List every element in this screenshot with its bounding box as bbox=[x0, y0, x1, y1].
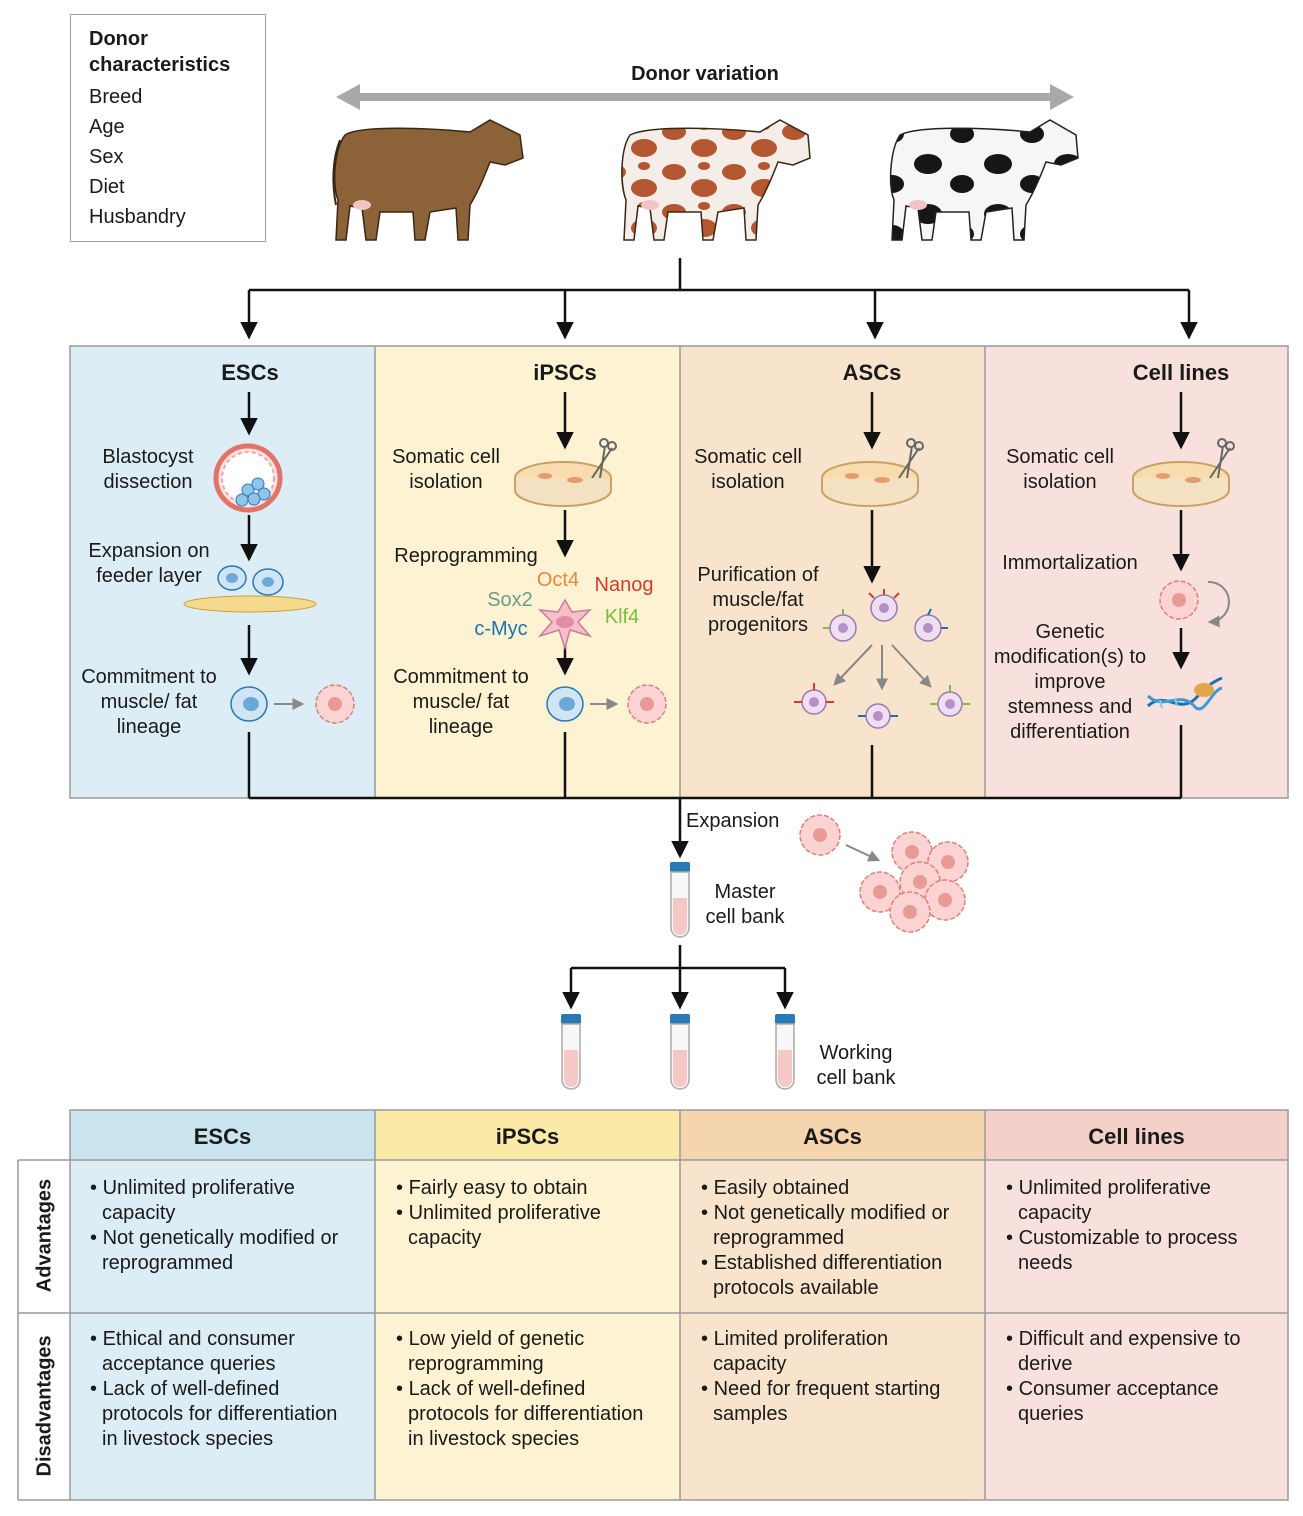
progenitor-cells-icon bbox=[794, 589, 970, 729]
table-header-ipscs: iPSCs bbox=[495, 1124, 560, 1149]
factor-oct4: Oct4 bbox=[536, 569, 580, 591]
disadvantages-ascs: • Limited proliferation capacity • Need … bbox=[699, 1327, 959, 1427]
master-tube-icon bbox=[670, 862, 690, 938]
donor-item: Breed bbox=[89, 86, 143, 108]
list-item: • Need for frequent starting samples bbox=[701, 1378, 941, 1425]
list-item: • Lack of well-defined protocols for dif… bbox=[90, 1378, 338, 1450]
table-header-escs: ESCs bbox=[193, 1124, 252, 1149]
list-item: • Low yield of genetic reprogramming bbox=[396, 1328, 585, 1375]
donor-branch-connector bbox=[240, 258, 1198, 340]
working-tube-icon bbox=[670, 1014, 690, 1090]
ipscs-title: iPSCs bbox=[533, 360, 597, 385]
ascs-step-isolation: Somatic cell isolation bbox=[694, 446, 802, 493]
escs-step-commitment: Commitment to muscle/ fat lineage bbox=[81, 666, 217, 738]
factor-cmyc: c-Myc bbox=[474, 618, 528, 640]
ascs-step-purification: Purification of muscle/fat progenitors bbox=[697, 564, 819, 636]
cell-lines-step-isolation: Somatic cell isolation bbox=[1006, 446, 1114, 493]
petri-dish-icon bbox=[1132, 461, 1230, 507]
comparison-table-grid bbox=[17, 1109, 1289, 1501]
advantages-ipscs: • Fairly easy to obtain • Unlimited prol… bbox=[394, 1176, 664, 1251]
list-item: • Established differentiation protocols … bbox=[701, 1252, 943, 1299]
list-item: • Not genetically modified or reprogramm… bbox=[90, 1227, 339, 1274]
master-cell-bank-label: Master cell bank bbox=[705, 881, 785, 928]
list-item: • Unlimited proliferative capacity bbox=[90, 1177, 295, 1224]
escs-step-blastocyst: Blastocyst dissection bbox=[102, 446, 194, 493]
escs-title: ESCs bbox=[221, 360, 279, 385]
cell-lines-title: Cell lines bbox=[1132, 360, 1230, 385]
ipscs-step-isolation: Somatic cell isolation bbox=[392, 446, 500, 493]
holstein-cow-icon bbox=[889, 119, 1079, 241]
factor-nanog: Nanog bbox=[594, 574, 654, 596]
collector-connector bbox=[247, 725, 1183, 859]
row-label-advantages: Advantages bbox=[33, 1178, 56, 1293]
ipscs-step-commitment: Commitment to muscle/ fat lineage bbox=[393, 666, 529, 738]
petri-dish-icon bbox=[514, 461, 612, 507]
factor-sox2: Sox2 bbox=[487, 589, 533, 611]
blastocyst-icon bbox=[213, 443, 283, 513]
working-tube-icon bbox=[561, 1014, 581, 1090]
ipsc-commitment-icon bbox=[546, 684, 667, 724]
list-item: • Easily obtained bbox=[701, 1177, 850, 1199]
advantages-ascs: • Easily obtained • Not genetically modi… bbox=[699, 1176, 974, 1301]
list-item: • Lack of well-defined protocols for dif… bbox=[396, 1378, 644, 1450]
feeder-layer-icon bbox=[183, 565, 317, 613]
scissors-icon bbox=[1209, 438, 1235, 479]
cell-lines-step-immortalization: Immortalization bbox=[1002, 552, 1138, 574]
disadvantages-escs: • Ethical and consumer acceptance querie… bbox=[88, 1327, 348, 1452]
immortalization-cycle-icon bbox=[1159, 580, 1231, 628]
list-item: • Customizable to process needs bbox=[1006, 1227, 1238, 1274]
donor-item: Sex bbox=[89, 146, 124, 168]
donor-item: Diet bbox=[89, 176, 125, 198]
row-label-disadvantages: Disadvantages bbox=[33, 1335, 56, 1477]
disadvantages-cell-lines: • Difficult and expensive to derive • Co… bbox=[1004, 1327, 1269, 1427]
column-panels bbox=[69, 345, 1289, 799]
donor-item: Age bbox=[89, 116, 125, 138]
escs-step-expansion: Expansion on feeder layer bbox=[88, 540, 210, 587]
donor-item: Husbandry bbox=[89, 206, 186, 228]
expansion-cells-icon bbox=[799, 814, 969, 933]
scissors-icon bbox=[898, 438, 924, 479]
donor-variation-label: Donor variation bbox=[631, 63, 779, 85]
cell-lines-step-genetic: Genetic modification(s) to improve stemn… bbox=[993, 621, 1147, 743]
list-item: • Not genetically modified or reprogramm… bbox=[701, 1202, 950, 1249]
advantages-escs: • Unlimited proliferative capacity • Not… bbox=[88, 1176, 358, 1276]
working-bank-connector bbox=[562, 945, 794, 1010]
expansion-label: Expansion bbox=[686, 810, 780, 832]
donor-variation-arrow bbox=[336, 84, 1074, 110]
advantages-cell-lines: • Unlimited proliferative capacity • Cus… bbox=[1004, 1176, 1274, 1276]
brown-cow-icon bbox=[332, 119, 524, 241]
list-item: • Consumer acceptance queries bbox=[1006, 1378, 1219, 1425]
ipscs-step-reprogramming: Reprogramming bbox=[394, 545, 538, 567]
donor-characteristics-title: Donor characteristics bbox=[89, 28, 231, 76]
petri-dish-icon bbox=[821, 461, 919, 507]
working-cell-bank-label: Working cell bank bbox=[816, 1042, 896, 1089]
disadvantages-ipscs: • Low yield of genetic reprogramming • L… bbox=[394, 1327, 654, 1452]
table-header-cell-lines: Cell lines bbox=[1088, 1124, 1185, 1149]
donor-characteristics-box: Donor characteristics Breed Age Sex Diet… bbox=[70, 14, 266, 242]
red-white-cow-icon bbox=[621, 119, 811, 241]
table-header-ascs: ASCs bbox=[803, 1124, 862, 1149]
list-item: • Limited proliferation capacity bbox=[701, 1328, 889, 1375]
reprogrammed-cell-icon bbox=[537, 598, 593, 651]
list-item: • Unlimited proliferative capacity bbox=[1006, 1177, 1211, 1224]
stem-cell-to-muscle-icon bbox=[230, 684, 355, 724]
list-item: • Ethical and consumer acceptance querie… bbox=[90, 1328, 295, 1375]
list-item: • Difficult and expensive to derive bbox=[1006, 1328, 1241, 1375]
factor-klf4: Klf4 bbox=[604, 606, 640, 628]
column-arrows bbox=[240, 392, 1190, 676]
list-item: • Fairly easy to obtain bbox=[396, 1177, 588, 1199]
dna-helix-icon bbox=[1146, 676, 1223, 711]
working-tube-icon bbox=[775, 1014, 795, 1090]
scissors-icon bbox=[591, 438, 617, 479]
ascs-title: ASCs bbox=[842, 360, 902, 385]
list-item: • Unlimited proliferative capacity bbox=[396, 1202, 601, 1249]
